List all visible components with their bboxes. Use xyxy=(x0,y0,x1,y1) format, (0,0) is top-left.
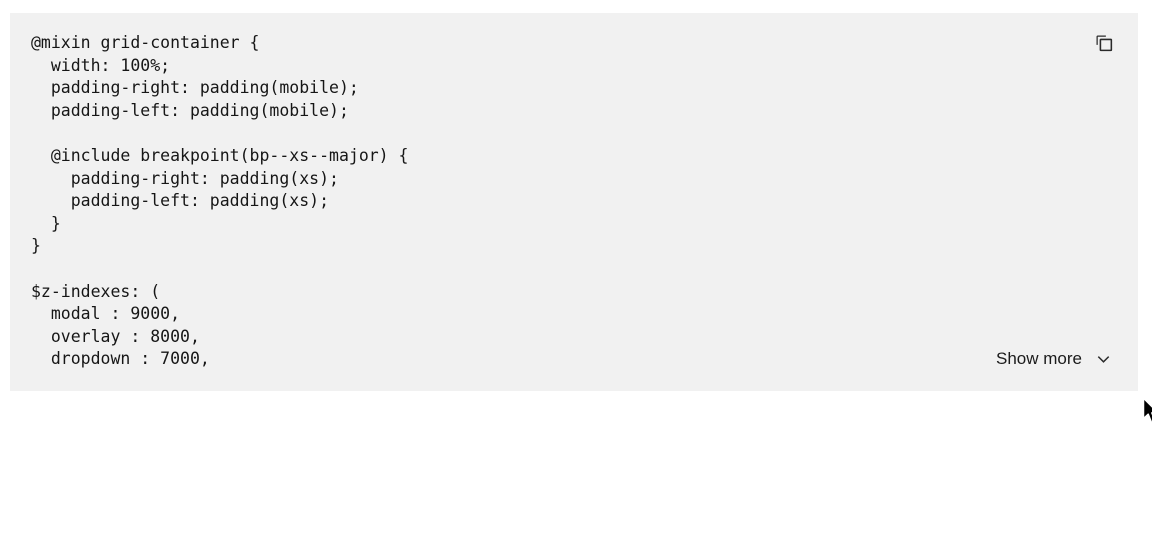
show-more-label: Show more xyxy=(996,349,1082,368)
copy-icon xyxy=(1094,33,1114,53)
show-more-button[interactable]: Show more xyxy=(996,349,1112,369)
code-snippet-container: @mixin grid-container { width: 100%; pad… xyxy=(10,13,1138,391)
code-block[interactable]: @mixin grid-container { width: 100%; pad… xyxy=(31,33,409,369)
chevron-down-icon xyxy=(1095,351,1112,368)
mouse-cursor-icon xyxy=(1142,397,1152,425)
copy-button[interactable] xyxy=(1092,31,1116,55)
